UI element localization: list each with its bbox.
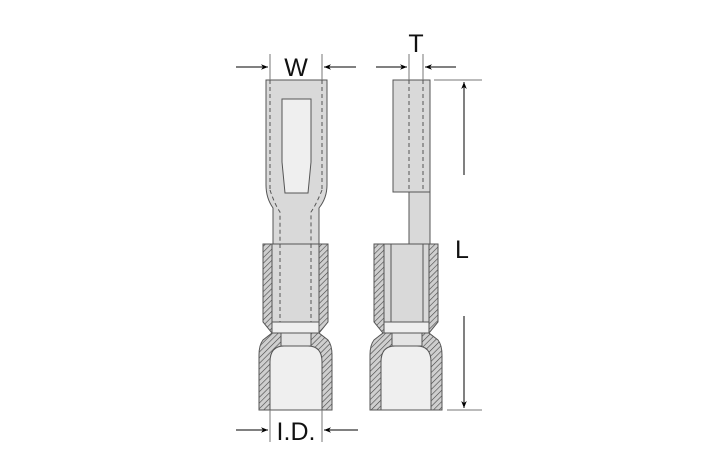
length-label: L — [455, 236, 469, 264]
front-window — [281, 98, 312, 194]
dimension-w — [236, 54, 356, 80]
side-stem — [408, 191, 431, 245]
dimension-t — [376, 54, 456, 80]
thickness-label: T — [408, 30, 423, 58]
dimension-id — [236, 410, 358, 442]
width-label: W — [284, 54, 308, 82]
inner-diameter-label: I.D. — [277, 418, 316, 446]
side-view — [369, 79, 443, 411]
dimension-l — [434, 79, 482, 411]
side-blade — [392, 79, 431, 193]
front-view — [258, 79, 333, 411]
